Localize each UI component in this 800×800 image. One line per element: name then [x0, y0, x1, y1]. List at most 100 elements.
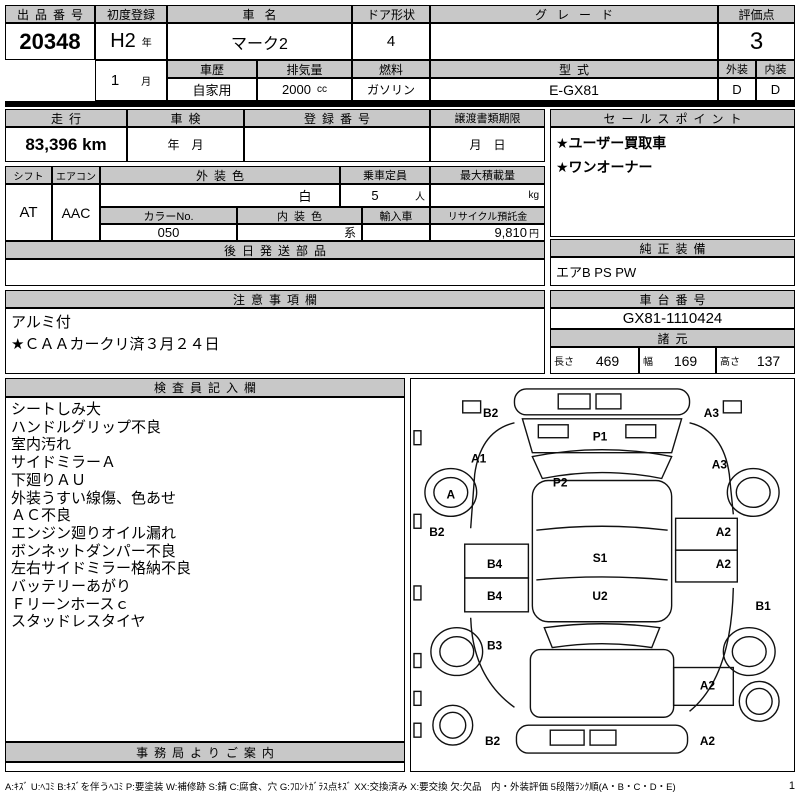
shift-value: AT: [5, 184, 52, 241]
registration-number-value: [244, 127, 430, 162]
inspector-label: 検査員記入欄: [5, 378, 405, 397]
grille-detail: [537, 424, 569, 439]
exterior-grade-value: D: [718, 78, 756, 101]
diagram-label-s1: S1: [593, 551, 608, 565]
exterior-color-label: 外装色: [100, 166, 340, 184]
diagram-label-b4: B4: [487, 589, 503, 603]
text-line: サイドミラーＡ: [11, 454, 117, 472]
wheel-front-right-inner: [735, 476, 771, 509]
dimension-height: 高さ 137: [716, 347, 795, 374]
dimensions-label: 諸元: [550, 329, 795, 347]
first-reg-month-value: 1: [110, 72, 120, 89]
recycle-unit: 円: [529, 229, 539, 240]
rear-bumper: [515, 724, 689, 754]
first-registration-label: 初度登録: [95, 5, 167, 23]
interior-color-label: 内装色: [237, 207, 362, 224]
text-line: シートしみ大: [11, 401, 102, 418]
capacity-label: 乗車定員: [340, 166, 430, 184]
text-line: 下廻りＡＵ: [11, 471, 87, 489]
mileage-value: 83,396 km: [5, 127, 127, 162]
grade-label: グレード: [430, 5, 718, 23]
wheel-front-left-inner: [433, 476, 469, 509]
edge-tick: [413, 690, 422, 707]
displacement-label: 排気量: [257, 60, 352, 78]
lot-number-value: 20348: [5, 23, 95, 60]
interior-grade-value: D: [756, 78, 795, 101]
diagram-label-b2: B2: [485, 734, 501, 748]
text-line: 外装うすい線傷、色あせ: [11, 489, 177, 507]
dimension-length: 長さ 469: [550, 347, 639, 374]
text-line: ボンネットダンパー不良: [11, 542, 176, 560]
spare-wheel-right-inner: [745, 687, 773, 715]
fender-front-right: [689, 422, 735, 515]
fuel-label: 燃料: [352, 60, 430, 78]
windshield: [531, 448, 673, 480]
lot-number-label: 出品番号: [5, 5, 95, 23]
door-panel-left-rear: [464, 577, 530, 613]
capacity-value: 5 人: [340, 184, 430, 207]
wheel-rear-left-inner: [439, 635, 475, 668]
office-info-body: [5, 762, 405, 772]
spare-wheel-left-inner: [439, 711, 467, 739]
rear-window: [543, 623, 661, 649]
text-line: ハンドルグリップ不良: [11, 418, 162, 436]
diagram-label-a2: A2: [700, 678, 716, 692]
front-bumper-detail: [595, 393, 622, 410]
import-car-label: 輸入車: [362, 207, 430, 224]
wheel-rear-left: [430, 627, 484, 677]
color-number-value: 050: [100, 224, 237, 241]
max-load-value: kg: [430, 184, 545, 207]
capacity-number: 5: [371, 188, 379, 203]
width-value: 169: [673, 352, 698, 369]
front-bumper: [513, 388, 691, 416]
transfer-deadline-label: 譲渡書類期限: [430, 109, 545, 127]
shift-label: シフト: [5, 166, 52, 184]
marker-box: [722, 400, 742, 414]
displacement-unit: cc: [316, 84, 327, 95]
quarter-panel-right: [672, 666, 735, 707]
model-code-value: E-GX81: [430, 78, 718, 101]
section-divider: [5, 101, 795, 107]
chassis-number-value: GX81-1110424: [550, 308, 795, 329]
first-reg-era-year: H2: [110, 30, 136, 52]
text-line: エンジン廻りオイル漏れ: [11, 524, 177, 542]
diagram-label-a3: A3: [704, 406, 720, 420]
hood: [521, 418, 683, 454]
diagram-label-a3: A3: [712, 458, 728, 472]
history-label: 車歴: [167, 60, 257, 78]
length-value: 469: [595, 352, 620, 369]
recycle-deposit-value: 9,810 円: [430, 224, 545, 241]
year-unit: 年: [141, 38, 152, 49]
text-line: ★ワンオーナー: [556, 159, 653, 175]
front-bumper-detail: [557, 393, 591, 410]
diagram-label-a2: A2: [716, 525, 732, 539]
registration-number-label: 登録番号: [244, 109, 430, 127]
wheel-front-left: [424, 467, 478, 518]
diagram-label-u2: U2: [592, 589, 608, 603]
edge-tick: [413, 722, 422, 738]
later-parts-value: [5, 259, 545, 286]
diagram-label-a1: A1: [471, 452, 487, 466]
interior-grade-label: 内装: [756, 60, 795, 78]
fuel-value: ガソリン: [352, 78, 430, 101]
diagram-label-b1: B1: [756, 599, 772, 613]
import-car-value: [362, 224, 430, 241]
equipment-value: エアB PS PW: [550, 257, 795, 286]
rear-bumper-detail: [589, 729, 617, 746]
diagram-label-p1: P1: [593, 430, 608, 444]
first-registration-month: 1 月: [95, 60, 167, 101]
height-label: 高さ: [720, 357, 740, 368]
max-load-label: 最大積載量: [430, 166, 545, 184]
rear-bumper-detail: [549, 729, 585, 746]
door-shape-value: 4: [352, 23, 430, 60]
diagram-label-a2: A2: [716, 557, 732, 571]
diagram-label-a: A: [446, 487, 455, 501]
text-line: バッテリーあがり: [11, 578, 132, 596]
edge-tick: [413, 585, 422, 601]
text-line: ★ユーザー買取車: [556, 135, 667, 151]
color-number-label: カラーNo.: [100, 207, 237, 224]
dimension-width: 幅 169: [639, 347, 716, 374]
equipment-label: 純正装備: [550, 239, 795, 257]
text-line: ＡＣ不良: [11, 507, 72, 525]
